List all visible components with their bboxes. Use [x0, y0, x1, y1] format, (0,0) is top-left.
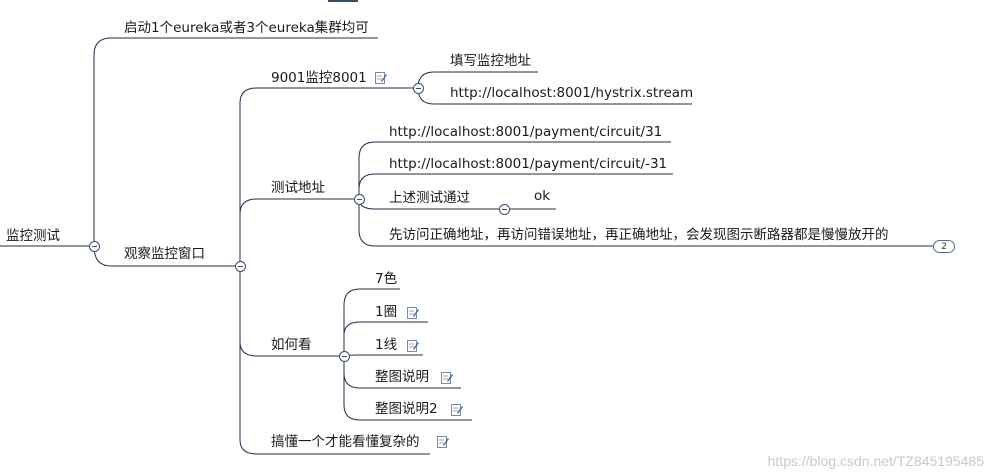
node-whole-chart-2[interactable]: 整图说明2 [375, 401, 438, 417]
node-eureka[interactable]: 启动1个eureka或者3个eureka集群均可 [124, 20, 369, 36]
node-test-address[interactable]: 测试地址 [271, 180, 325, 196]
collapse-button-observe[interactable] [235, 261, 246, 272]
collapse-button-9001[interactable] [413, 83, 424, 94]
node-fill-address[interactable]: 填写监控地址 [450, 53, 531, 69]
note-icon[interactable] [375, 71, 387, 84]
node-access-sequence[interactable]: 先访问正确地址，再访问错误地址，再正确地址，会发现图示断路器都是慢慢放开的 [389, 227, 889, 243]
collapsed-children-badge[interactable]: 2 [933, 240, 955, 253]
collapse-button-test-address[interactable] [354, 194, 365, 205]
node-observe-window[interactable]: 观察监控窗口 [124, 246, 205, 262]
root-node-label[interactable]: 监控测试 [6, 228, 60, 244]
node-url-circuit-31[interactable]: http://localhost:8001/payment/circuit/31 [389, 124, 663, 140]
note-icon[interactable] [407, 339, 419, 352]
node-test-passed[interactable]: 上述测试通过 [389, 190, 470, 206]
note-icon[interactable] [451, 403, 463, 416]
collapse-button-test-passed[interactable] [499, 204, 510, 215]
note-icon[interactable] [407, 306, 419, 319]
node-understand-one[interactable]: 搞懂一个才能看懂复杂的 [271, 434, 420, 450]
node-ok[interactable]: ok [534, 188, 551, 204]
collapse-button-root[interactable] [89, 241, 100, 252]
node-how-to-read[interactable]: 如何看 [271, 337, 312, 353]
node-whole-chart[interactable]: 整图说明 [375, 369, 429, 385]
note-icon[interactable] [441, 371, 453, 384]
node-hystrix-stream-url[interactable]: http://localhost:8001/hystrix.stream [450, 85, 694, 101]
collapse-button-how-to-read[interactable] [339, 351, 350, 362]
note-icon[interactable] [437, 435, 449, 448]
node-one-line[interactable]: 1线 [375, 337, 398, 353]
node-dashboard-9001[interactable]: 9001监控8001 [271, 70, 367, 86]
watermark-text: https://blog.csdn.net/TZ845195485 [767, 453, 984, 469]
node-one-circle[interactable]: 1圈 [375, 304, 398, 320]
top-edge-bar [328, 0, 358, 2]
node-url-circuit-neg31[interactable]: http://localhost:8001/payment/circuit/-3… [389, 156, 668, 172]
node-seven-colors[interactable]: 7色 [375, 271, 398, 287]
